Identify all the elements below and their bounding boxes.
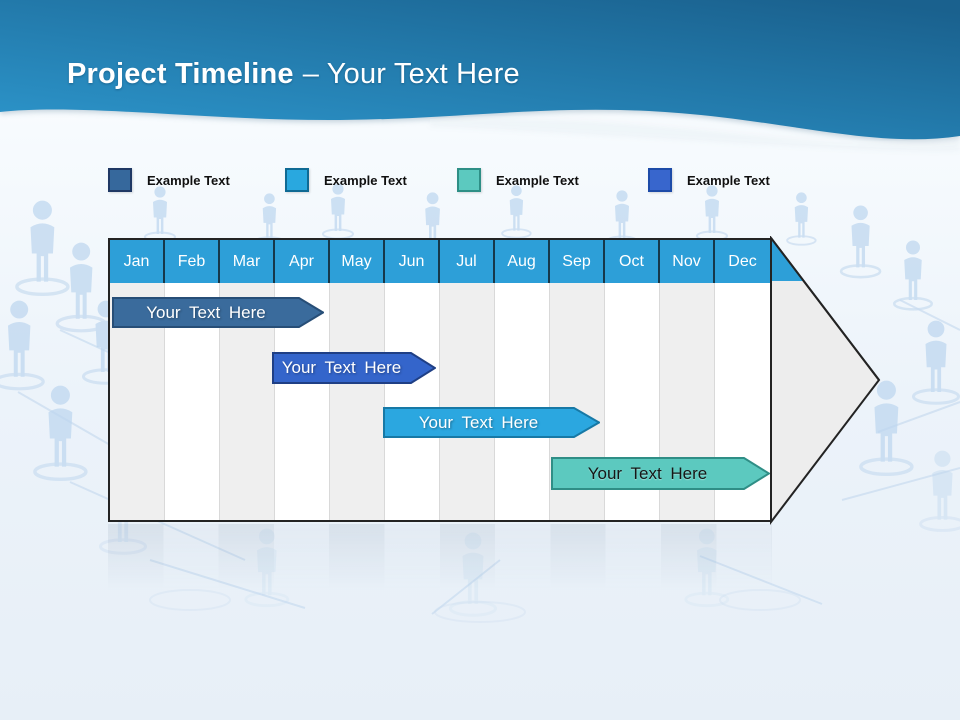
legend-label-1: Example Text xyxy=(147,172,230,188)
month-header: Mar xyxy=(220,240,275,283)
month-header: Apr xyxy=(275,240,330,283)
task-bar-1-label[interactable]: Your Text Here xyxy=(146,302,266,322)
month-header: May xyxy=(330,240,385,283)
person-figure xyxy=(55,241,107,333)
month-header: Dec xyxy=(715,240,770,283)
person-figure xyxy=(893,239,933,311)
month-column-mar: Mar xyxy=(220,240,275,520)
header-wave-band xyxy=(0,0,960,149)
chart-reflection xyxy=(108,524,772,602)
person-figure xyxy=(919,449,960,532)
legend-label-3: Example Text xyxy=(496,172,579,188)
legend-label-2: Example Text xyxy=(324,172,407,188)
person-figure xyxy=(696,184,728,242)
person-figure xyxy=(33,383,88,482)
month-header: Oct xyxy=(605,240,660,283)
month-header: Jun xyxy=(385,240,440,283)
person-figure xyxy=(912,319,960,405)
person-figure xyxy=(144,185,176,243)
person-figure xyxy=(15,198,70,297)
timeline-chart: Jan Feb Mar Apr May Jun Jul Aug Sep Oct … xyxy=(108,238,772,522)
month-header: Nov xyxy=(660,240,715,283)
task-bar-3-label[interactable]: Your Text Here xyxy=(418,412,539,432)
legend-item-4[interactable]: Example Text xyxy=(648,168,770,192)
month-header: Aug xyxy=(495,240,550,283)
task-bar-1[interactable]: Your Text Here xyxy=(112,297,324,328)
timeline-arrow-tip xyxy=(770,236,881,525)
title-bold: Project Timeline xyxy=(67,58,294,90)
legend-swatch-1 xyxy=(108,168,132,192)
task-bar-4-label[interactable]: Your Text Here xyxy=(587,463,708,483)
month-header: Jan xyxy=(110,240,165,283)
month-column-jul: Jul xyxy=(440,240,495,520)
month-column-may: May xyxy=(330,240,385,520)
month-column-feb: Feb xyxy=(165,240,220,520)
person-figure xyxy=(0,299,45,391)
title-rest: – Your Text Here xyxy=(302,58,520,90)
person-figure xyxy=(501,184,532,239)
legend-item-2[interactable]: Example Text xyxy=(285,168,407,192)
month-header: Jul xyxy=(440,240,495,283)
legend-item-3[interactable]: Example Text xyxy=(457,168,579,192)
task-bar-4[interactable]: Your Text Here xyxy=(551,457,770,490)
legend-label-4: Example Text xyxy=(687,172,770,188)
month-header: Sep xyxy=(550,240,605,283)
month-header: Feb xyxy=(165,240,220,283)
month-column-jan: Jan xyxy=(110,240,165,520)
month-column-aug: Aug xyxy=(495,240,550,520)
legend-swatch-2 xyxy=(285,168,309,192)
legend-swatch-3 xyxy=(457,168,481,192)
task-bar-3[interactable]: Your Text Here xyxy=(383,407,600,438)
legend-item-1[interactable]: Example Text xyxy=(108,168,230,192)
month-column-jun: Jun xyxy=(385,240,440,520)
page-title[interactable]: Project Timeline– Your Text Here xyxy=(67,58,520,91)
task-bar-2-label[interactable]: Your Text Here xyxy=(281,358,402,377)
task-bar-2[interactable]: Your Text Here xyxy=(272,352,436,384)
legend-swatch-4 xyxy=(648,168,672,192)
